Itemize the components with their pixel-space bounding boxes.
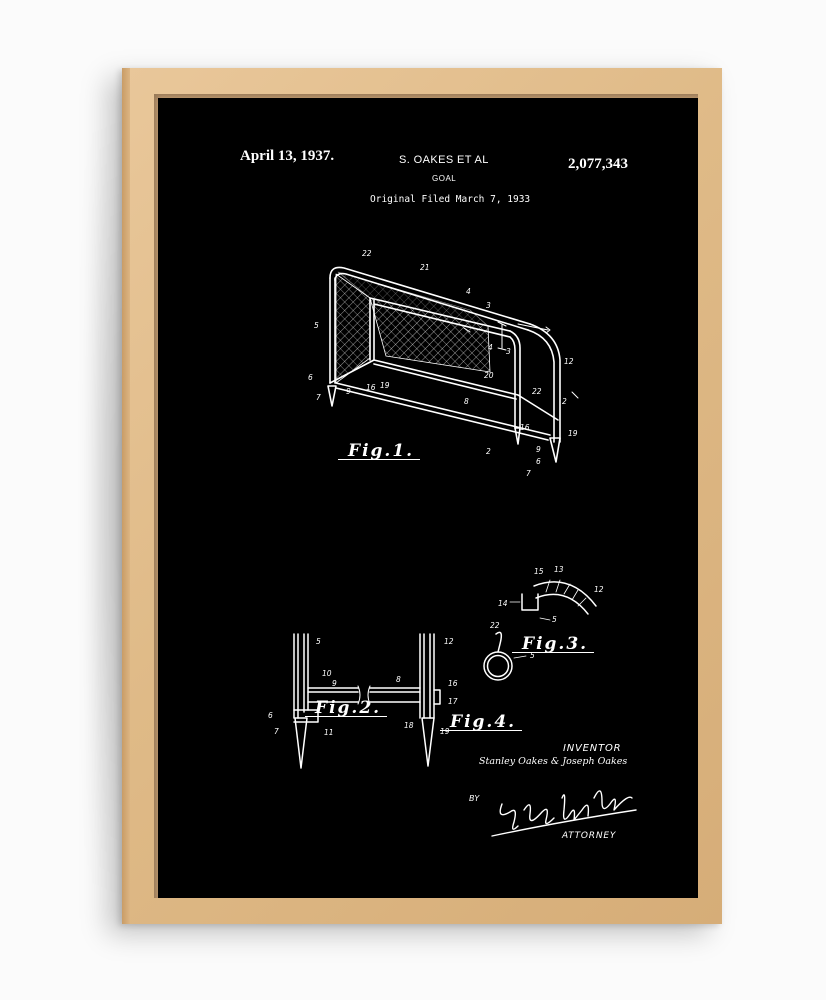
fig1-rear-stake [514,427,521,445]
svg-text:7: 7 [274,727,279,736]
fig3-hatch [545,579,587,607]
patent-inventors-header: S. OAKES ET AL [399,154,489,166]
svg-text:19: 19 [440,727,450,736]
svg-text:7: 7 [316,393,321,402]
fig3-joint-drawing: 15 13 12 14 5 [498,565,604,624]
svg-text:5: 5 [316,637,321,646]
fig2-left-post [293,633,309,719]
fig4-ring-inner [486,654,510,678]
patent-date: April 13, 1937. [240,148,335,164]
fig4-hook [495,631,503,653]
fig1-left-post [329,277,336,384]
svg-text:5: 5 [314,321,319,330]
svg-text:11: 11 [324,728,334,737]
fig1-right-post [527,323,561,443]
svg-text:12: 12 [444,637,454,646]
svg-text:7: 7 [526,469,531,478]
fig3-curved-tube [533,581,597,615]
fig1-back-bar [369,297,511,361]
fig4-ring-drawing: 22 5 [483,621,535,681]
fig2-section-drawing: 5 12 10 9 8 16 6 7 11 17 18 19 [268,633,458,769]
svg-text:4: 4 [466,287,471,296]
fig1-left-stake [327,385,337,407]
svg-text:6: 6 [536,457,541,466]
svg-text:10: 10 [322,669,332,678]
fig2-bar-left [307,687,359,703]
fig1-goal-drawing: 22 21 4 3 5 4 3 12 20 6 9 16 19 22 8 7 2 [308,249,579,478]
svg-text:5: 5 [530,651,535,660]
svg-text:15: 15 [534,567,544,576]
attorney-label: ATTORNEY [562,831,617,841]
inventor-label: INVENTOR [563,743,622,754]
fig1-side-ground [329,359,559,421]
wooden-frame: 22 21 4 3 5 4 3 12 20 6 9 16 19 22 8 7 2 [122,68,722,924]
svg-text:12: 12 [594,585,604,594]
fig3-caption: Fig.3. [511,634,595,654]
svg-text:17: 17 [448,697,458,706]
fig1-section-arrows [463,321,579,399]
fig1-rear-upright [509,330,521,429]
fig2-right-post [419,633,435,719]
svg-text:6: 6 [308,373,313,382]
fig1-caption: Fig.1. [337,441,421,461]
fig4-leader [513,655,527,659]
svg-text:3: 3 [486,301,491,310]
svg-text:22: 22 [490,621,500,630]
svg-text:20: 20 [484,371,494,380]
svg-text:9: 9 [332,679,337,688]
svg-text:13: 13 [554,565,564,574]
svg-text:8: 8 [464,397,469,406]
svg-text:19: 19 [380,381,390,390]
svg-text:12: 12 [564,357,574,366]
fig1-crossbar [329,266,531,331]
svg-text:16: 16 [366,383,376,392]
svg-text:4: 4 [488,343,493,352]
svg-text:2: 2 [562,397,567,406]
fig2-left-stake [294,717,308,769]
svg-text:22: 22 [532,387,542,396]
svg-text:8: 8 [396,675,401,684]
frame-edge [122,68,130,924]
svg-text:22: 22 [362,249,372,258]
attorney-signature [491,790,637,837]
svg-text:18: 18 [404,721,414,730]
fig3-leader [509,601,551,621]
fig2-caption: Fig.2. [304,698,388,718]
fig1-right-stake [549,437,561,463]
fig4-ring [483,651,513,681]
svg-text:5: 5 [552,615,557,624]
patent-poster: 22 21 4 3 5 4 3 12 20 6 9 16 19 22 8 7 2 [158,98,698,898]
fig1-ground-bar [335,359,551,441]
fig2-bar-right [369,687,421,703]
svg-text:14: 14 [498,599,508,608]
svg-text:3: 3 [506,347,511,356]
svg-text:19: 19 [568,429,578,438]
patent-title: GOAL [432,174,457,183]
svg-text:16: 16 [520,423,530,432]
svg-text:6: 6 [268,711,273,720]
inventor-names: Stanley Oakes & Joseph Oakes [479,756,628,767]
patent-filed-date: Original Filed March 7, 1933 [370,194,531,205]
svg-text:2: 2 [486,447,491,456]
fig4-caption: Fig.4. [439,712,523,732]
svg-text:9: 9 [346,387,351,396]
fig2-right-collar [433,689,441,705]
fig2-bar-break [357,685,371,705]
svg-text:21: 21 [420,263,430,272]
by-label: BY [469,794,480,803]
patent-number: 2,077,343 [568,156,628,172]
fig2-right-stake [421,717,435,767]
patent-drawing: 22 21 4 3 5 4 3 12 20 6 9 16 19 22 8 7 2 [268,249,637,837]
svg-text:9: 9 [536,445,541,454]
fig3-left-tube [521,593,539,611]
svg-text:16: 16 [448,679,458,688]
